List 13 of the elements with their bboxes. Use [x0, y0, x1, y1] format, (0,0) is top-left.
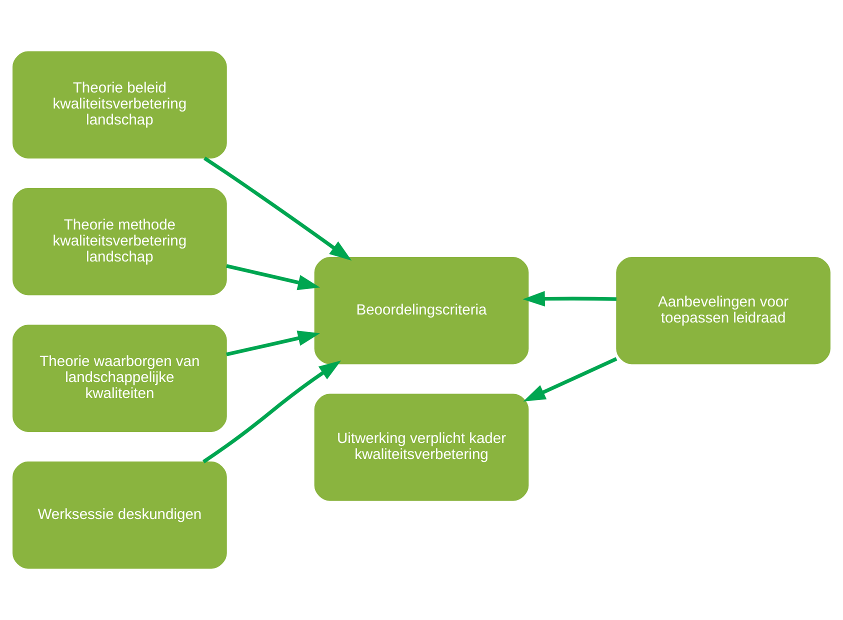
arrow: [226, 264, 320, 290]
node-box: Theorie methode kwaliteitsverbetering landschap: [12, 188, 227, 296]
node-box: Theorie waarborgen van landschappelijke kwaliteiten: [12, 324, 227, 432]
node-box: Beoordelingscriteria: [314, 257, 529, 364]
node-box: Werksessie deskundigen: [12, 462, 227, 569]
node-box: Uitwerking verplicht kader kwaliteitsverbetering: [314, 394, 529, 501]
node-box: Aanbevelingen voor toepassen leidraad: [616, 257, 830, 364]
arrow: [226, 330, 320, 356]
arrow: [204, 156, 352, 261]
node-box: Theorie beleid kwaliteitsverbetering landschap: [12, 51, 227, 158]
arrow: [523, 357, 618, 402]
arrow: [202, 360, 342, 464]
arrow: [522, 291, 617, 307]
